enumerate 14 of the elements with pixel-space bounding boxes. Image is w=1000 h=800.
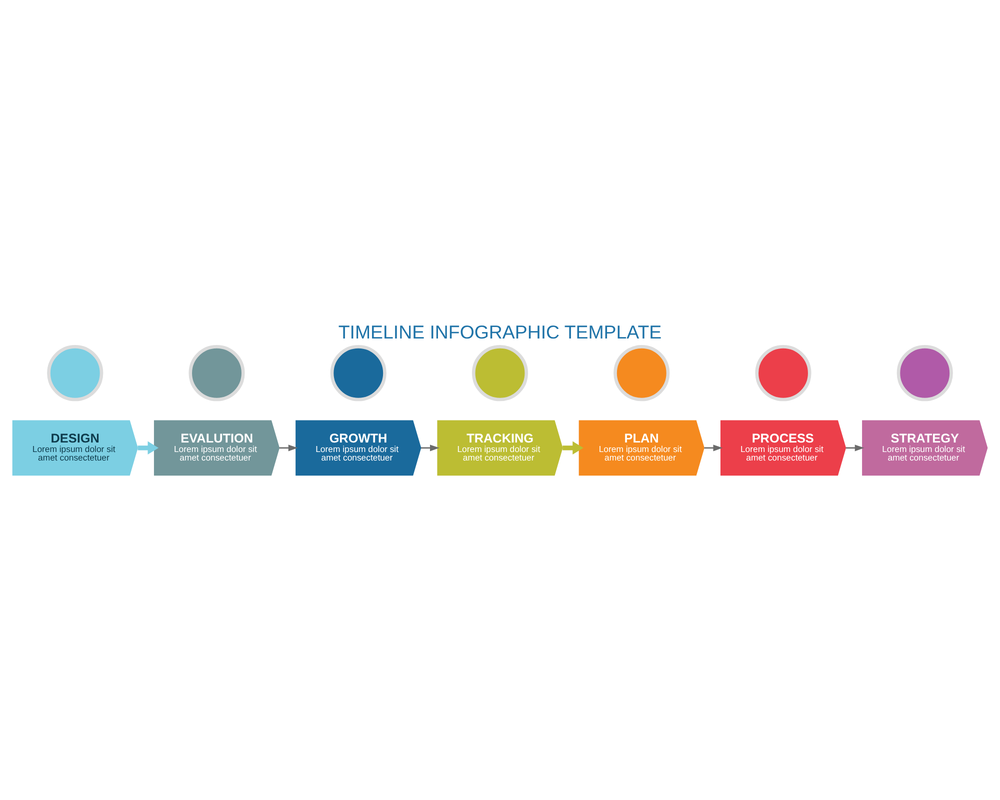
diagram-title: TIMELINE INFOGRAPHIC TEMPLATE (338, 321, 662, 342)
node-circle (614, 345, 670, 402)
node-circle (896, 345, 953, 402)
node-circle (755, 345, 812, 402)
node-circle (472, 345, 528, 402)
arrow (562, 441, 584, 455)
node-circle (330, 345, 386, 402)
node-circle (188, 345, 245, 402)
arrow (279, 444, 298, 452)
arrow (420, 444, 440, 452)
node-circle (47, 345, 104, 402)
arrow (138, 441, 159, 455)
arrow (704, 444, 723, 452)
arrow (846, 444, 864, 452)
